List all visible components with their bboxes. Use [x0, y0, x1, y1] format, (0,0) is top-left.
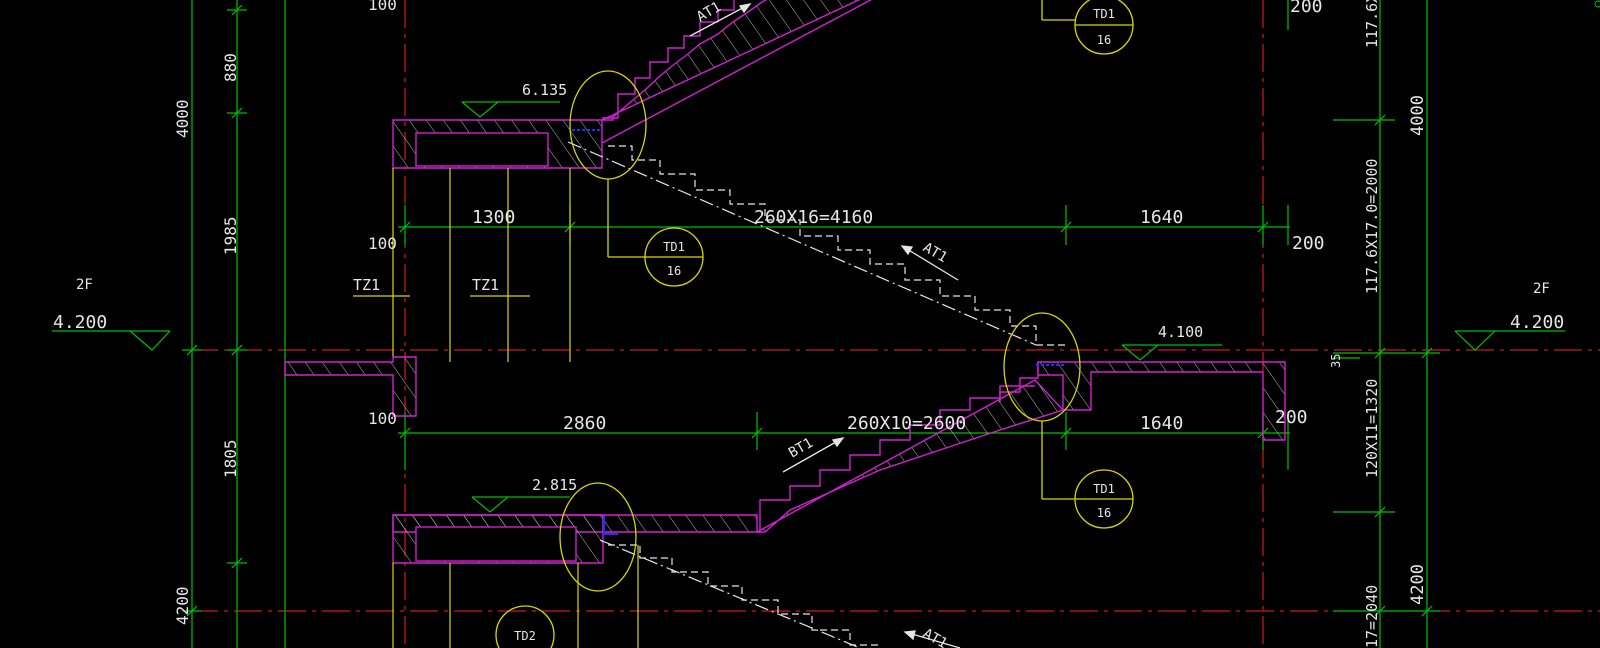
dim-260x16: 260X16=4160 [754, 207, 873, 228]
elevation-mid-landing: 4.100 [1158, 323, 1203, 341]
level-marker-right [1454, 330, 1565, 351]
beam-lines-lower [392, 545, 639, 648]
left-dimension-lines [182, 0, 286, 648]
dim-1640-upper: 1640 [1140, 207, 1183, 228]
dim-1640-lower: 1640 [1140, 413, 1183, 434]
rdim-2040: 17=2040 [1363, 585, 1381, 648]
rdim-35: 35 [1329, 354, 1343, 368]
dim-text-100-low: 100 [368, 409, 397, 428]
dim-text-1985: 1985 [221, 216, 240, 255]
floor-slab-left [284, 356, 417, 417]
dim-text-1805: 1805 [221, 439, 240, 478]
elevation-lower-landing: 2.815 [532, 476, 577, 494]
callout-2-bottom: 16 [1097, 506, 1111, 520]
floor-label-left: 2F [76, 277, 93, 293]
dim-text-4000-left: 4000 [173, 99, 192, 138]
callout-2-top: TD1 [1093, 482, 1115, 496]
rdim-4000: 4000 [1408, 95, 1428, 136]
dim-text-100-mid: 100 [368, 234, 397, 253]
callout-3-bottom: 16 [1097, 33, 1111, 47]
break-lines [567, 141, 1037, 648]
left-dimension-texts: 100 880 4000 1985 100 100 1805 4200 [173, 0, 397, 625]
callout-1-top: TD1 [663, 240, 685, 254]
callout-texts: TD1 16 TD1 16 TD1 16 TD2 [514, 7, 1115, 643]
dim-200-top: 200 [1290, 0, 1323, 17]
dim-200-upper: 200 [1292, 233, 1325, 254]
dim-text-4200-left: 4200 [173, 586, 192, 625]
callout-3-top: TD1 [1093, 7, 1115, 21]
hidden-stair-lines [608, 145, 1068, 646]
beam-label-tz1-b: TZ1 [472, 276, 499, 294]
rdim-117x17-top: 117.6X17 [1363, 0, 1381, 48]
upper-landing-slab [392, 0, 873, 169]
callout-circles [495, 0, 1134, 648]
beam-lines-upper [353, 168, 571, 362]
elevation-texts: 6.135 4.100 2.815 [522, 81, 1203, 494]
dim-200-lower: 200 [1275, 407, 1308, 428]
dim-text-100-top: 100 [368, 0, 397, 14]
dim-2860: 2860 [563, 413, 606, 434]
dim-260x10: 260X10=2600 [847, 413, 966, 434]
blue-detail-marks [572, 129, 1066, 535]
right-dimension-lines [1333, 0, 1440, 648]
rdim-4200: 4200 [1408, 564, 1428, 605]
corner-marker [1594, 0, 1600, 8]
callout-4-top: TD2 [514, 629, 536, 643]
lower-flight [756, 379, 1065, 533]
direction-arrows [689, 3, 961, 648]
level-texts: 2F 4.200 2F 4.200 [53, 277, 1564, 333]
dim-1300: 1300 [472, 207, 515, 228]
elevation-right: 4.200 [1510, 312, 1564, 333]
beam-texts: TZ1 TZ1 [353, 276, 499, 294]
lower-landing-slab [392, 514, 758, 564]
elevation-upper-landing: 6.135 [522, 81, 567, 99]
elevation-left: 4.200 [53, 312, 107, 333]
right-dimension-texts: 117.6X17 4000 117.6X17.0=2000 35 120X11=… [1329, 0, 1428, 648]
horizontal-dimension-texts: 1300 260X16=4160 1640 200 2860 260X10=26… [472, 0, 1325, 434]
floor-label-right: 2F [1533, 281, 1550, 297]
elevation-markers [461, 101, 1222, 513]
level-marker-left [52, 330, 171, 351]
detail-ellipses [559, 0, 1081, 592]
callout-1-bottom: 16 [667, 264, 681, 278]
beam-label-tz1-a: TZ1 [353, 276, 380, 294]
dim-text-880: 880 [221, 53, 240, 82]
rdim-117x17-2000: 117.6X17.0=2000 [1363, 159, 1381, 294]
rdim-120x11: 120X11=1320 [1363, 379, 1381, 478]
